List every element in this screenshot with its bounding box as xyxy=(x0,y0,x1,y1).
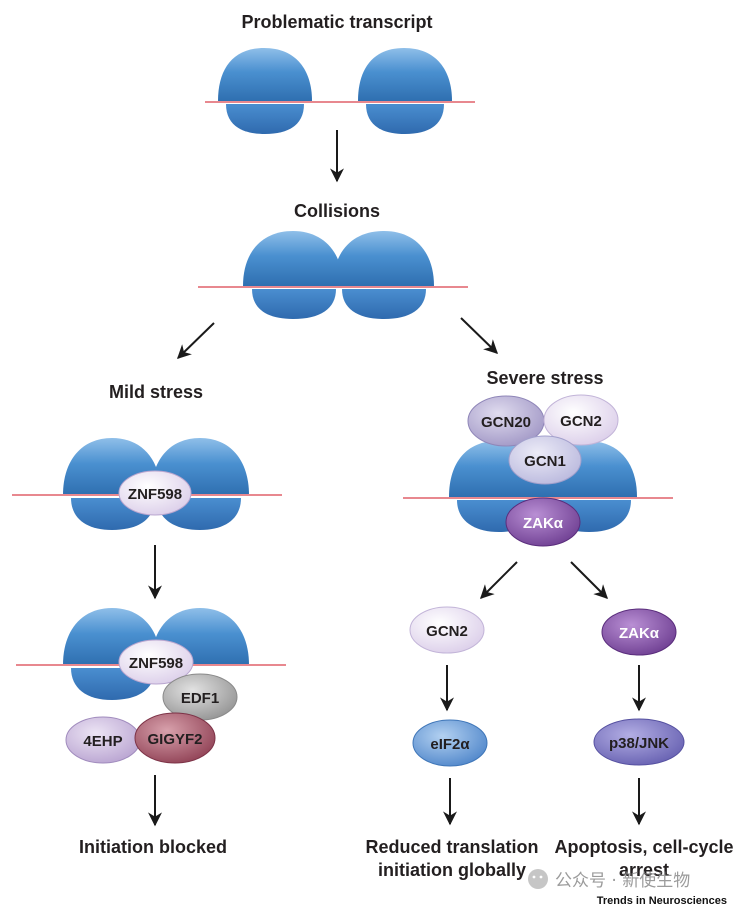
p38jnk-label: p38/JNK xyxy=(609,735,669,752)
outcome-reduced-translation-line1: Reduced translation xyxy=(365,837,538,857)
4ehp-label: 4EHP xyxy=(83,733,122,750)
protein-zak-free: ZAKα xyxy=(601,608,677,656)
gcn20-label: GCN20 xyxy=(481,414,531,431)
protein-zak-bound: ZAKα xyxy=(505,497,581,547)
title-problematic-transcript: Problematic transcript xyxy=(241,12,432,32)
arrow-to-gcn2 xyxy=(480,561,518,599)
protein-p38jnk: p38/JNK xyxy=(593,718,685,766)
protein-znf598-mild: ZNF598 xyxy=(118,470,192,516)
edf1-label: EDF1 xyxy=(181,690,219,707)
title-severe-stress: Severe stress xyxy=(486,368,603,388)
znf598-label: ZNF598 xyxy=(128,486,182,503)
outcome-reduced-translation-line2: initiation globally xyxy=(378,860,526,880)
journal-credit: Trends in Neurosciences xyxy=(597,895,727,907)
protein-4ehp: 4EHP xyxy=(65,716,141,764)
gcn1-label: GCN1 xyxy=(524,453,566,470)
protein-gigyf2: GIGYF2 xyxy=(134,712,216,764)
protein-gcn2-free: GCN2 xyxy=(409,606,485,654)
arrow-to-mild-stress xyxy=(176,322,215,359)
arrow-to-severe-stress xyxy=(460,317,499,354)
gcn2-label: GCN2 xyxy=(560,413,602,430)
outcome-apoptosis-line1: Apoptosis, cell-cycle xyxy=(554,837,733,857)
ribosome-single-left xyxy=(218,48,312,134)
protein-znf598-recruited: ZNF598 xyxy=(118,639,194,685)
gcn2-free-label: GCN2 xyxy=(426,623,468,640)
ribosome-single-right xyxy=(358,48,452,134)
title-mild-stress: Mild stress xyxy=(109,382,203,402)
protein-gcn1: GCN1 xyxy=(508,435,582,485)
zak-free-label: ZAKα xyxy=(619,625,660,642)
arrow-to-zak xyxy=(570,561,608,599)
eif2a-label: eIF2α xyxy=(430,736,470,753)
protein-eif2a: eIF2α xyxy=(412,719,488,767)
protein-gcn2-bound: GCN2 xyxy=(543,394,619,446)
zak-label: ZAKα xyxy=(523,515,564,532)
watermark-text: 公众号 · 新使生物 xyxy=(555,870,690,891)
watermark: 公众号 · 新使生物 xyxy=(528,869,690,891)
outcome-initiation-blocked: Initiation blocked xyxy=(79,837,227,857)
wechat-icon xyxy=(528,869,548,889)
protein-edf1: EDF1 xyxy=(162,673,238,721)
gigyf2-label: GIGYF2 xyxy=(147,731,202,748)
title-collisions: Collisions xyxy=(294,201,380,221)
outcome-apoptosis-line2: arrest xyxy=(619,860,669,880)
znf598-label-2: ZNF598 xyxy=(129,655,183,672)
ribosome-collided-pair xyxy=(243,231,434,319)
